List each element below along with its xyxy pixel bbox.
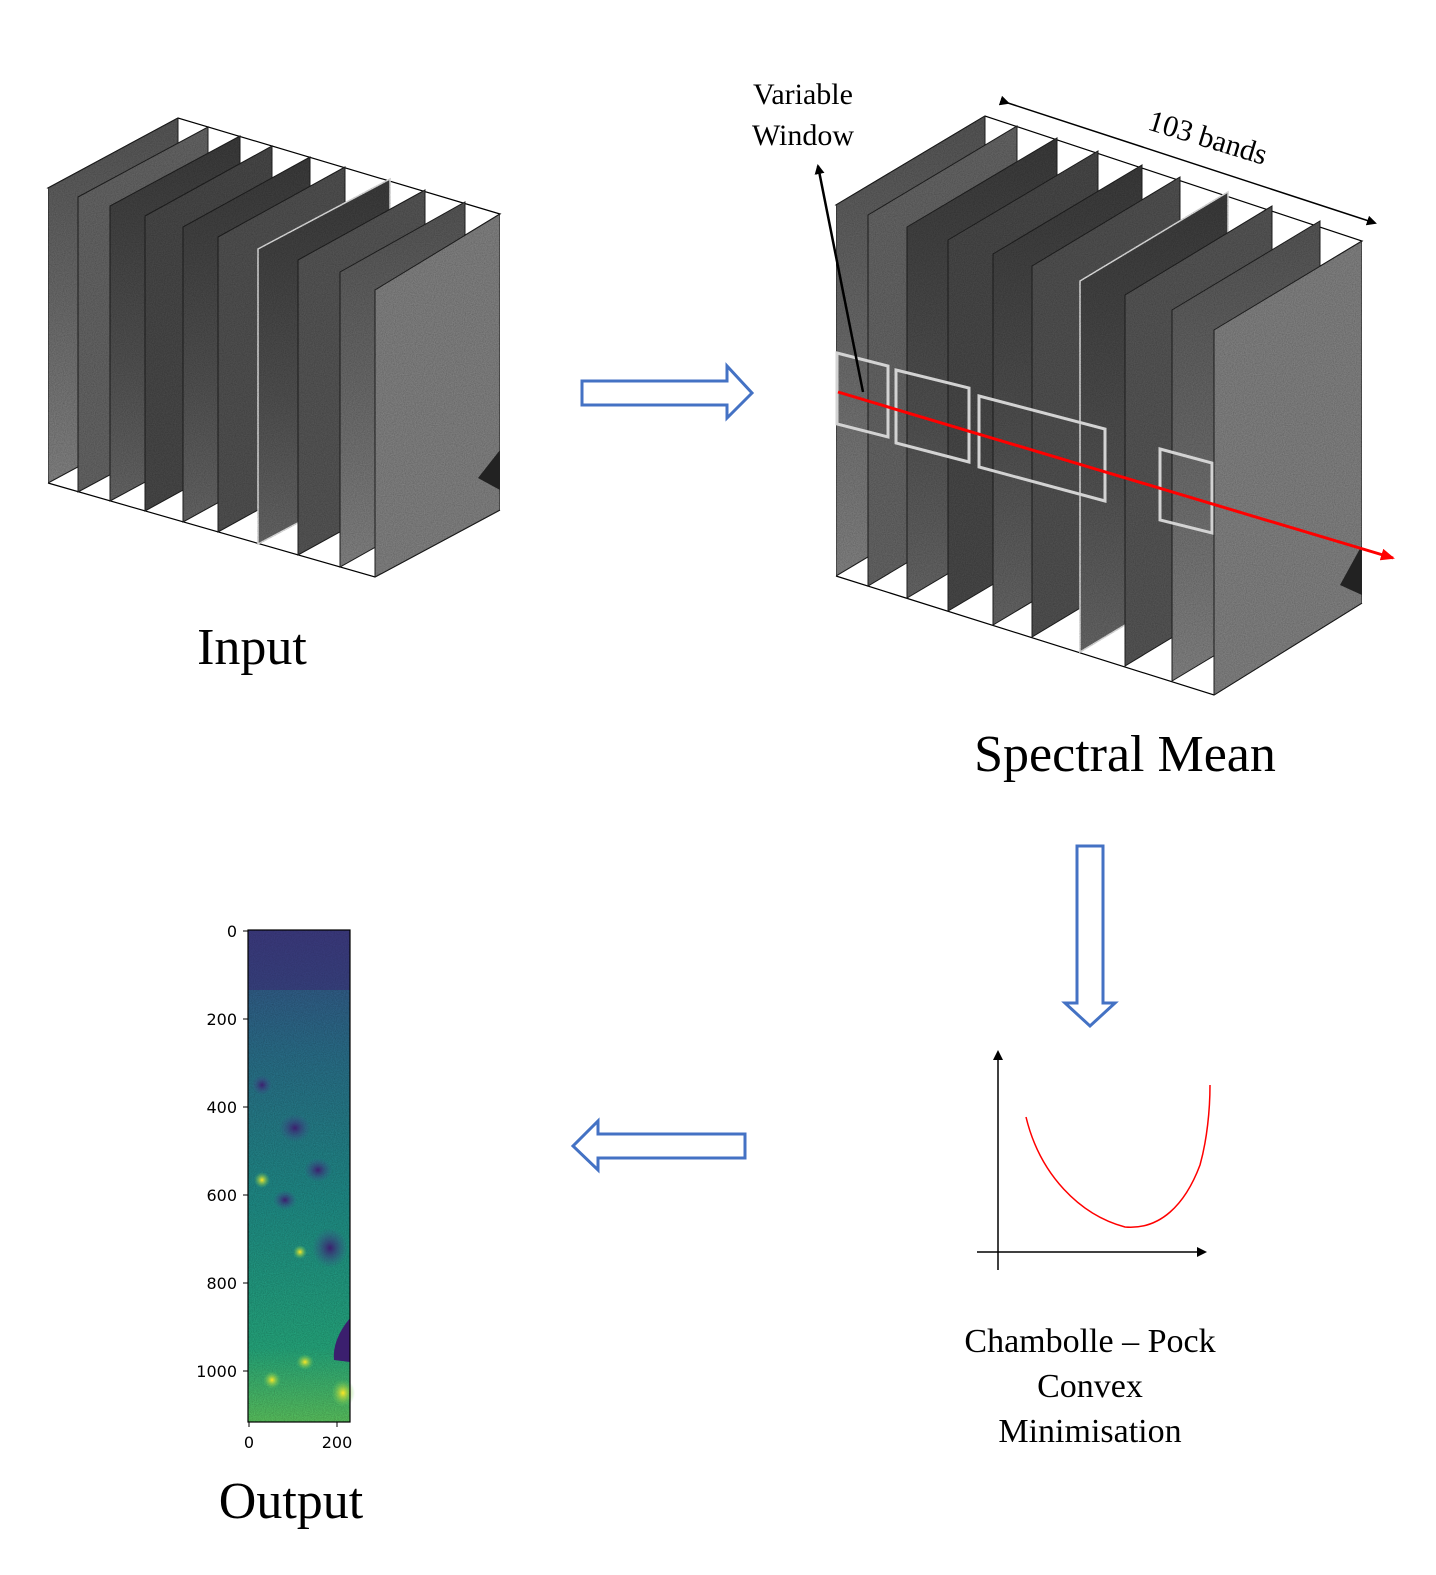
convex-curve — [1025, 1084, 1211, 1228]
arrow-right-icon — [580, 362, 755, 422]
spectral-mean-label: Spectral Mean — [974, 726, 1276, 783]
minimisation-label-line3: Minimisation — [998, 1413, 1181, 1450]
y-tick-label: 200 — [206, 1010, 237, 1029]
window-boxes — [835, 351, 1214, 535]
y-tick-label: 400 — [206, 1098, 237, 1117]
convex-curve-plot — [977, 1050, 1211, 1270]
x-tick-label: 200 — [322, 1433, 353, 1452]
bands-label: 103 bands — [1144, 104, 1271, 171]
scan-line — [837, 390, 1395, 561]
x-tick-label: 0 — [244, 1433, 254, 1452]
bands-dimension-arrow — [998, 95, 1377, 226]
arrow-down-icon — [1061, 844, 1119, 1029]
output-heatmap — [247, 929, 355, 1423]
minimisation-label-line2: Convex — [1037, 1368, 1143, 1405]
variable-window-pointer — [814, 164, 865, 393]
output-y-axis: 0 200 400 600 800 1000 — [196, 922, 248, 1381]
input-label: Input — [197, 619, 307, 676]
variable-window-label-line2: Window — [752, 119, 854, 152]
output-x-axis: 0 200 — [244, 1422, 352, 1452]
output-label: Output — [219, 1473, 364, 1530]
y-tick-label: 0 — [227, 922, 237, 941]
minimisation-label-line1: Chambolle – Pock — [964, 1323, 1215, 1360]
spectral-band-stack — [834, 115, 1395, 696]
variable-window-label-line1: Variable — [753, 78, 853, 111]
y-tick-label: 600 — [206, 1186, 237, 1205]
input-band-stack — [46, 117, 502, 578]
arrow-left-icon — [570, 1117, 747, 1174]
y-tick-label: 1000 — [196, 1362, 237, 1381]
y-tick-label: 800 — [206, 1274, 237, 1293]
